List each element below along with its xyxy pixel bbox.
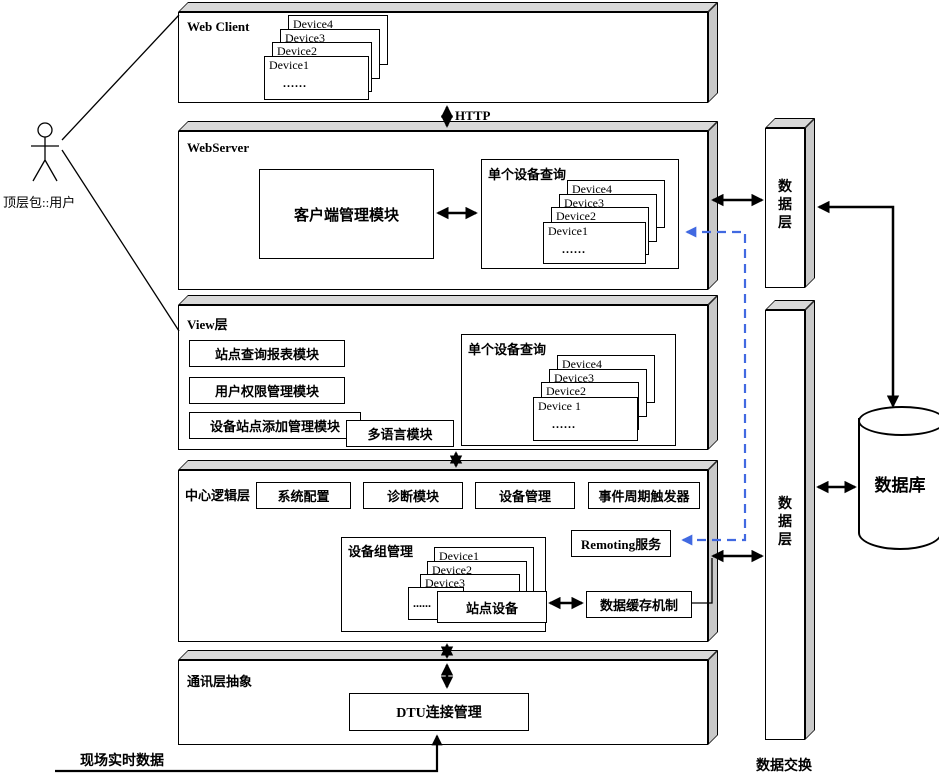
web-server-layer: WebServer 客户端管理模块 单个设备查询 Device4 Device3…	[178, 121, 718, 290]
database-cylinder: 数据库	[858, 406, 939, 550]
realtime-data-label: 现场实时数据	[80, 754, 164, 769]
http-label: HTTP	[455, 108, 491, 123]
slab-top-face	[178, 295, 718, 305]
device-label: Device1	[439, 549, 479, 563]
device-label: Device3	[425, 576, 465, 590]
central-logic-title: 中心逻辑层	[185, 488, 251, 503]
web-server-title: WebServer	[187, 140, 250, 155]
slab-top-face	[178, 650, 718, 660]
device-label: Device1	[548, 224, 588, 238]
group-label: 设备组管理	[348, 544, 414, 559]
slab-top-face	[178, 460, 718, 470]
central-logic-layer: 中心逻辑层 系统配置 诊断模块 设备管理 事件周期触发器 Remoting服务 …	[178, 460, 718, 642]
device-label: Device3	[564, 196, 604, 210]
device-ellipsis: ......	[552, 417, 576, 431]
multilanguage-module: 多语言模块	[346, 420, 454, 447]
view-layer-title: View层	[187, 317, 228, 332]
database-label: 数据库	[874, 475, 926, 495]
device-label: Device2	[546, 384, 586, 398]
device-ellipsis: ......	[562, 242, 586, 256]
slab-side-face	[805, 300, 815, 740]
single-device-query-group: 单个设备查询 Device4 Device3 Device2 Device1 .…	[481, 159, 679, 269]
actor-body	[31, 137, 59, 182]
event-trigger-module: 事件周期触发器	[588, 482, 700, 509]
device-label: Device2	[556, 209, 596, 223]
device-label: Device 1	[538, 399, 581, 413]
actor-line-viewlayer	[61, 149, 180, 332]
device-label: Device4	[293, 17, 333, 31]
actor-label: 顶层包::用户	[3, 195, 76, 210]
station-device-box: 站点设备	[437, 591, 547, 623]
user-permission-module: 用户权限管理模块	[189, 377, 345, 404]
dtu-connection-box: DTU连接管理	[349, 693, 529, 731]
slab-top-face	[178, 2, 718, 12]
device-site-add-module: 设备站点添加管理模块	[189, 412, 361, 439]
group-label: 单个设备查询	[488, 167, 567, 182]
slab-side-face	[708, 121, 718, 290]
device-label: Device3	[285, 31, 325, 45]
device-ellipsis: ......	[283, 76, 307, 90]
data-exchange-label: 数据交换	[756, 759, 812, 774]
slab-side-face	[708, 460, 718, 642]
data-cache-box: 数据缓存机制	[586, 591, 692, 618]
actor-figure	[31, 14, 180, 332]
slab-top-face	[178, 121, 718, 131]
device-label: Device2	[432, 563, 472, 577]
device-box-front: Device1 ......	[264, 56, 369, 100]
device-box-front: Device1 ......	[543, 222, 646, 264]
data-layer-label: 数据层	[777, 180, 792, 232]
single-device-query-group: 单个设备查询 Device4 Device3 Device2 Device 1 …	[461, 334, 676, 446]
device-management-module: 设备管理	[475, 482, 575, 509]
system-config-module: 系统配置	[256, 482, 351, 509]
device-ellipsis: ......	[413, 596, 431, 610]
slab-side-face	[708, 2, 718, 103]
web-client-layer: Web Client Device4 Device3 Device2 Devic…	[178, 2, 718, 103]
device-label: Device4	[572, 182, 612, 196]
slab-side-face	[805, 118, 815, 288]
group-label: 单个设备查询	[468, 342, 547, 357]
view-layer: View层 站点查询报表模块 用户权限管理模块 设备站点添加管理模块 多语言模块…	[178, 295, 718, 450]
diagnosis-module: 诊断模块	[363, 482, 463, 509]
slab-side-face	[708, 650, 718, 745]
communication-layer: 通讯层抽象 DTU连接管理	[178, 650, 718, 745]
device-label: Device4	[562, 357, 602, 371]
actor-line-webclient	[61, 14, 180, 141]
client-management-module: 客户端管理模块	[259, 169, 434, 259]
site-report-module: 站点查询报表模块	[189, 340, 345, 367]
device-label: Device3	[554, 371, 594, 385]
data-layer-bottom: 数据层	[765, 300, 815, 740]
device-label: Device1	[269, 58, 309, 72]
device-box-front: Device 1 ......	[533, 397, 638, 441]
communication-layer-title: 通讯层抽象	[187, 674, 253, 689]
datalayer-database-top-arrow	[817, 200, 900, 408]
data-layer-label: 数据层	[777, 497, 792, 549]
actor-head	[37, 122, 53, 138]
remoting-service-box: Remoting服务	[571, 530, 671, 557]
slab-side-face	[708, 295, 718, 450]
web-client-title: Web Client	[187, 19, 250, 34]
device-group-management: 设备组管理 Device1 Device2 Device3 ...... 站点设…	[341, 537, 547, 632]
data-layer-top: 数据层	[765, 118, 815, 288]
device-label: Device2	[277, 44, 317, 58]
